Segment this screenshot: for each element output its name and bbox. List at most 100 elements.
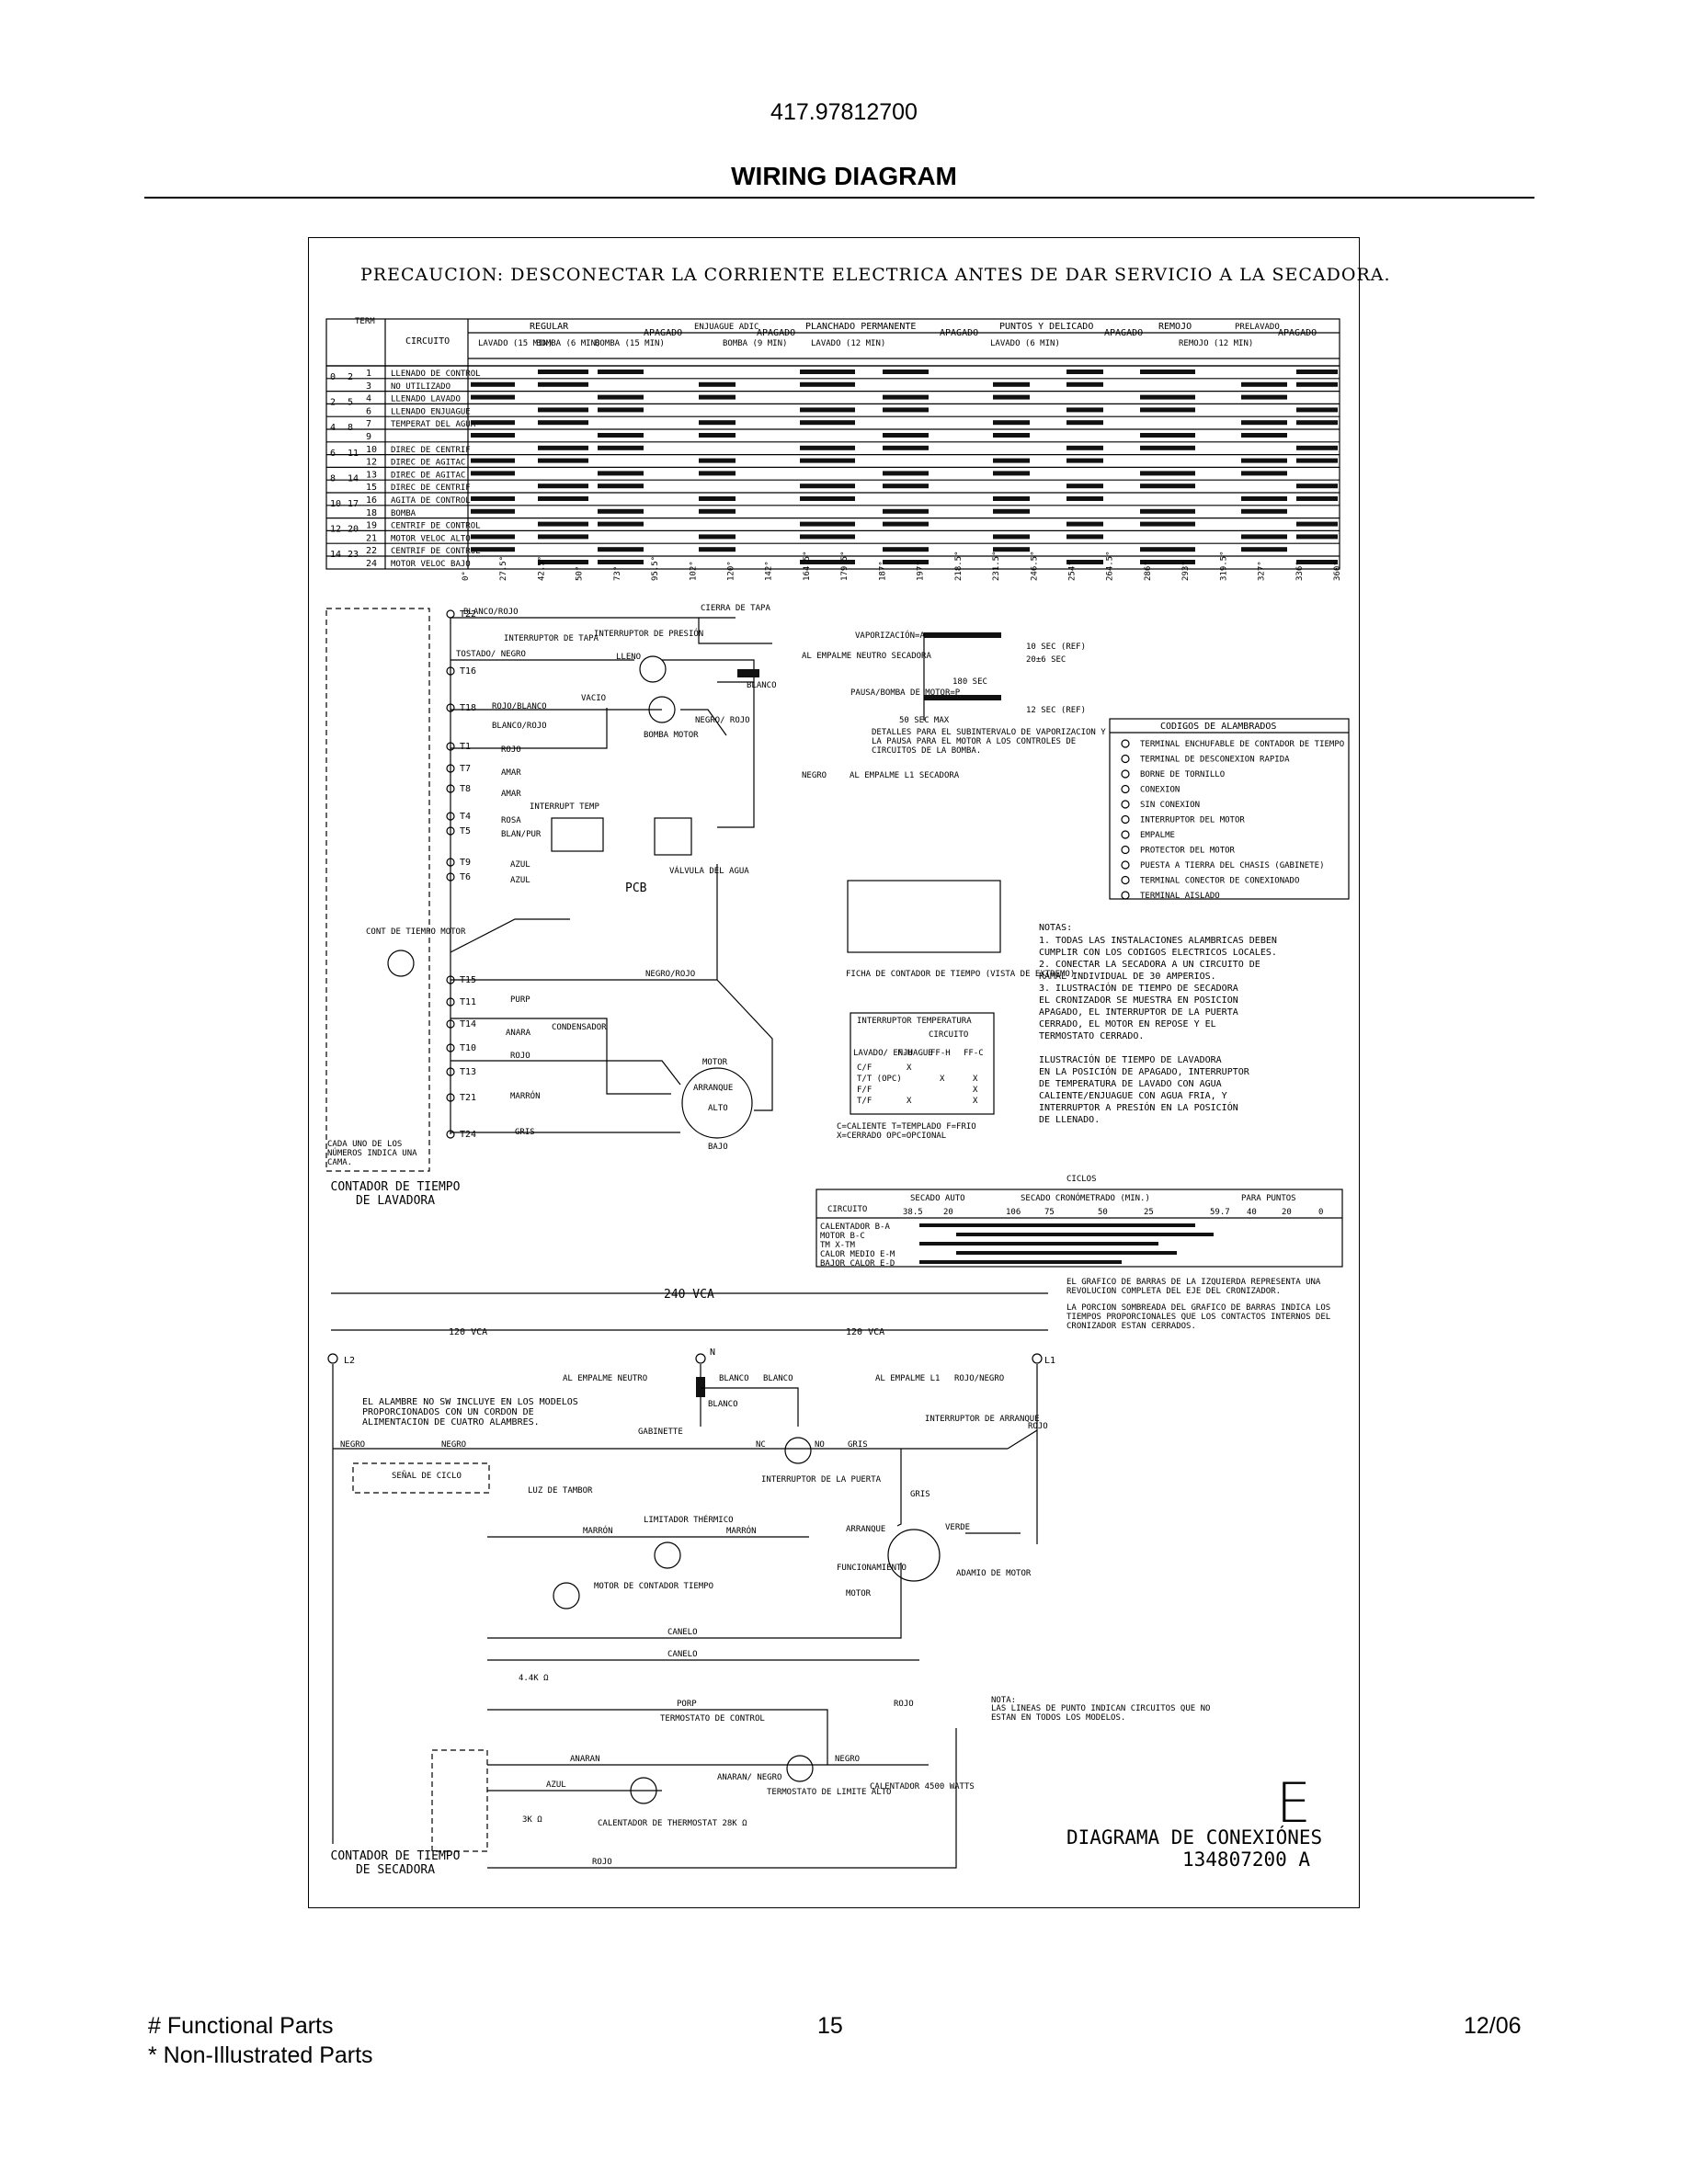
page-title: WIRING DIAGRAM — [731, 162, 957, 190]
notas-title: NOTAS: — [1039, 923, 1072, 933]
codigo-symbol — [1121, 860, 1130, 870]
chart-degrees: 0°27.5°42.5°50°73°95.5°102°120°142°164.5… — [462, 551, 1342, 581]
chart-contact-bar — [1241, 471, 1287, 476]
n-label: N — [710, 1348, 715, 1358]
nota-line: APAGADO, EL INTERRUPTOR DE LA PUERTA — [1039, 1007, 1238, 1018]
chart-contact-bar — [699, 394, 736, 400]
chart-row-circuit: DIREC DE AGITAC — [391, 471, 465, 480]
temp-mark: X — [973, 1075, 978, 1084]
chart-contact-bar — [598, 407, 644, 413]
chart-degree: 246.5° — [1030, 551, 1039, 581]
temp-row-label: T/F — [857, 1097, 872, 1106]
apagado-3: APAGADO — [940, 328, 978, 338]
chart-contact-bar — [993, 534, 1030, 540]
nota-line: INTERRUPTOR A PRESIÓN EN LA POSICIÓN — [1039, 1101, 1238, 1113]
negro-3: NEGRO — [835, 1755, 860, 1764]
cycle-prelavado: PRELAVADO — [1235, 323, 1280, 332]
notas-lines: 1. TODAS LAS INSTALACIONES ALAMBRICAS DE… — [1039, 936, 1277, 1125]
rojo-2: ROJO — [894, 1700, 914, 1709]
arranque-label: ARRANQUE — [693, 1084, 733, 1093]
terminal-marker — [446, 1043, 455, 1052]
resistor-3k: 3K Ω — [522, 1815, 542, 1825]
dryer-tick: 25 — [1144, 1208, 1154, 1217]
nota-line: 2. CONECTAR LA SECADORA A UN CIRCUITO DE — [1039, 960, 1260, 970]
chart-contact-bar — [598, 445, 644, 450]
cycle-regular: REGULAR — [530, 322, 569, 332]
chart-row-num: 9 — [366, 432, 371, 442]
chart-contact-bar — [471, 547, 515, 552]
chart-row-b: 20 — [348, 525, 359, 535]
chart-contact-bar — [471, 381, 515, 387]
chart-contact-bar — [471, 394, 515, 400]
dryer-row-label: MOTOR B-C — [820, 1232, 865, 1241]
terminal-label: T8 — [460, 784, 471, 794]
luz-tambor: LUZ DE TAMBOR — [528, 1486, 593, 1496]
chart-contact-bar — [1296, 370, 1338, 374]
chart-contact-bar — [598, 521, 644, 527]
chart-degree: 264.5° — [1106, 551, 1115, 581]
negro-rojo-2: NEGRO/ROJO — [645, 970, 695, 979]
bar-note-2: LA PORCION SOMBREADA DEL GRAFICO DE BARR… — [1066, 1303, 1331, 1331]
chart-contact-bar — [699, 433, 736, 438]
azul: AZUL — [546, 1780, 566, 1790]
footer-functional: # Functional Parts — [148, 2013, 334, 2039]
blanco-3: BLANCO — [708, 1400, 738, 1409]
wire-label-10: AZUL — [510, 876, 530, 885]
dryer-tick: 20 — [943, 1208, 953, 1217]
chart-row-num: 15 — [366, 483, 377, 493]
valvula-agua: VÁLVULA DEL AGUA — [669, 865, 749, 876]
chart-contact-bar — [993, 458, 1030, 463]
temp-mark: X — [940, 1075, 945, 1084]
temp-switch-table: INTERRUPTOR TEMPERATURA CIRCUITO LAVADO/… — [837, 1012, 995, 1141]
chart-contact-bar — [1296, 420, 1338, 426]
chart-contact-bar — [993, 508, 1030, 514]
timer-connector: FICHA DE CONTADOR DE TIEMPO (VISTA DE EX… — [846, 880, 1075, 979]
codigo-symbol — [1121, 814, 1130, 825]
washer-schematic: T22T16T18T1T7T8T4T5T9T6T15T11T14T10T13T2… — [325, 604, 960, 1208]
dryer-contact-bar — [956, 1251, 1177, 1255]
pcb-label: PCB — [625, 882, 647, 895]
adamio-motor: ADAMIO DE MOTOR — [956, 1569, 1032, 1578]
condensador: CONDENSADOR — [552, 1023, 607, 1032]
chart-contact-bar — [1296, 560, 1338, 564]
nota-line: TERMOSTATO CERRADO. — [1039, 1031, 1144, 1041]
wire-label-6: AMAR — [501, 790, 521, 799]
vca-120-a: 120 VCA — [449, 1327, 487, 1337]
chart-contact-bar — [800, 521, 855, 527]
chart-contact-bar — [883, 433, 929, 438]
chart-degree: 27.5° — [499, 556, 508, 581]
chart-contact-bar — [1140, 483, 1195, 489]
codigo-symbol — [1121, 754, 1130, 764]
chart-degree: 218.5° — [954, 551, 964, 581]
chart-contact-bar — [1296, 521, 1338, 527]
dryer-circuito: CIRCUITO — [827, 1205, 867, 1214]
chart-contact-bar — [1140, 471, 1195, 476]
chart-contact-bar — [598, 560, 644, 564]
chart-row-a: 8 — [330, 473, 336, 483]
chart-row-num: 7 — [366, 419, 371, 429]
dryer-contact-bar — [919, 1223, 1195, 1227]
codigo-symbol — [1121, 784, 1130, 794]
chart-contact-bar — [1066, 496, 1103, 501]
chart-contact-bar — [471, 496, 515, 501]
chart-contact-bar — [800, 445, 855, 450]
codigo-symbol — [1121, 739, 1130, 748]
verde: VERDE — [945, 1523, 970, 1532]
chart-row-circuit: MOTOR VELOC ALTO — [391, 534, 471, 543]
chart-row-circuit: AGITA DE CONTROL — [391, 496, 471, 506]
chart-row-b: 2 — [348, 372, 353, 382]
cycle-enjuague: ENJUAGUE ADIC — [694, 323, 758, 332]
temp-legend-1: C=CALIENTE T=TEMPLADO F=FRIO — [837, 1122, 976, 1132]
chart-contact-bar — [1296, 407, 1338, 413]
chart-contact-bar — [538, 483, 588, 489]
chart-row-num: 4 — [366, 394, 371, 404]
chart-contact-bar — [883, 521, 929, 527]
chart-contact-bar — [538, 420, 588, 426]
washer-timer-chart: TERM CIRCUITO REGULAR ENJUAGUE ADIC PLAN… — [325, 317, 1342, 581]
temp-switch-title: INTERRUPTOR TEMPERATURA — [857, 1017, 972, 1026]
motor-contador: MOTOR DE CONTADOR TIEMPO — [594, 1582, 713, 1591]
chart-contact-bar — [800, 381, 855, 387]
sub-bomba-15: BOMBA (15 MIN) — [595, 339, 665, 348]
